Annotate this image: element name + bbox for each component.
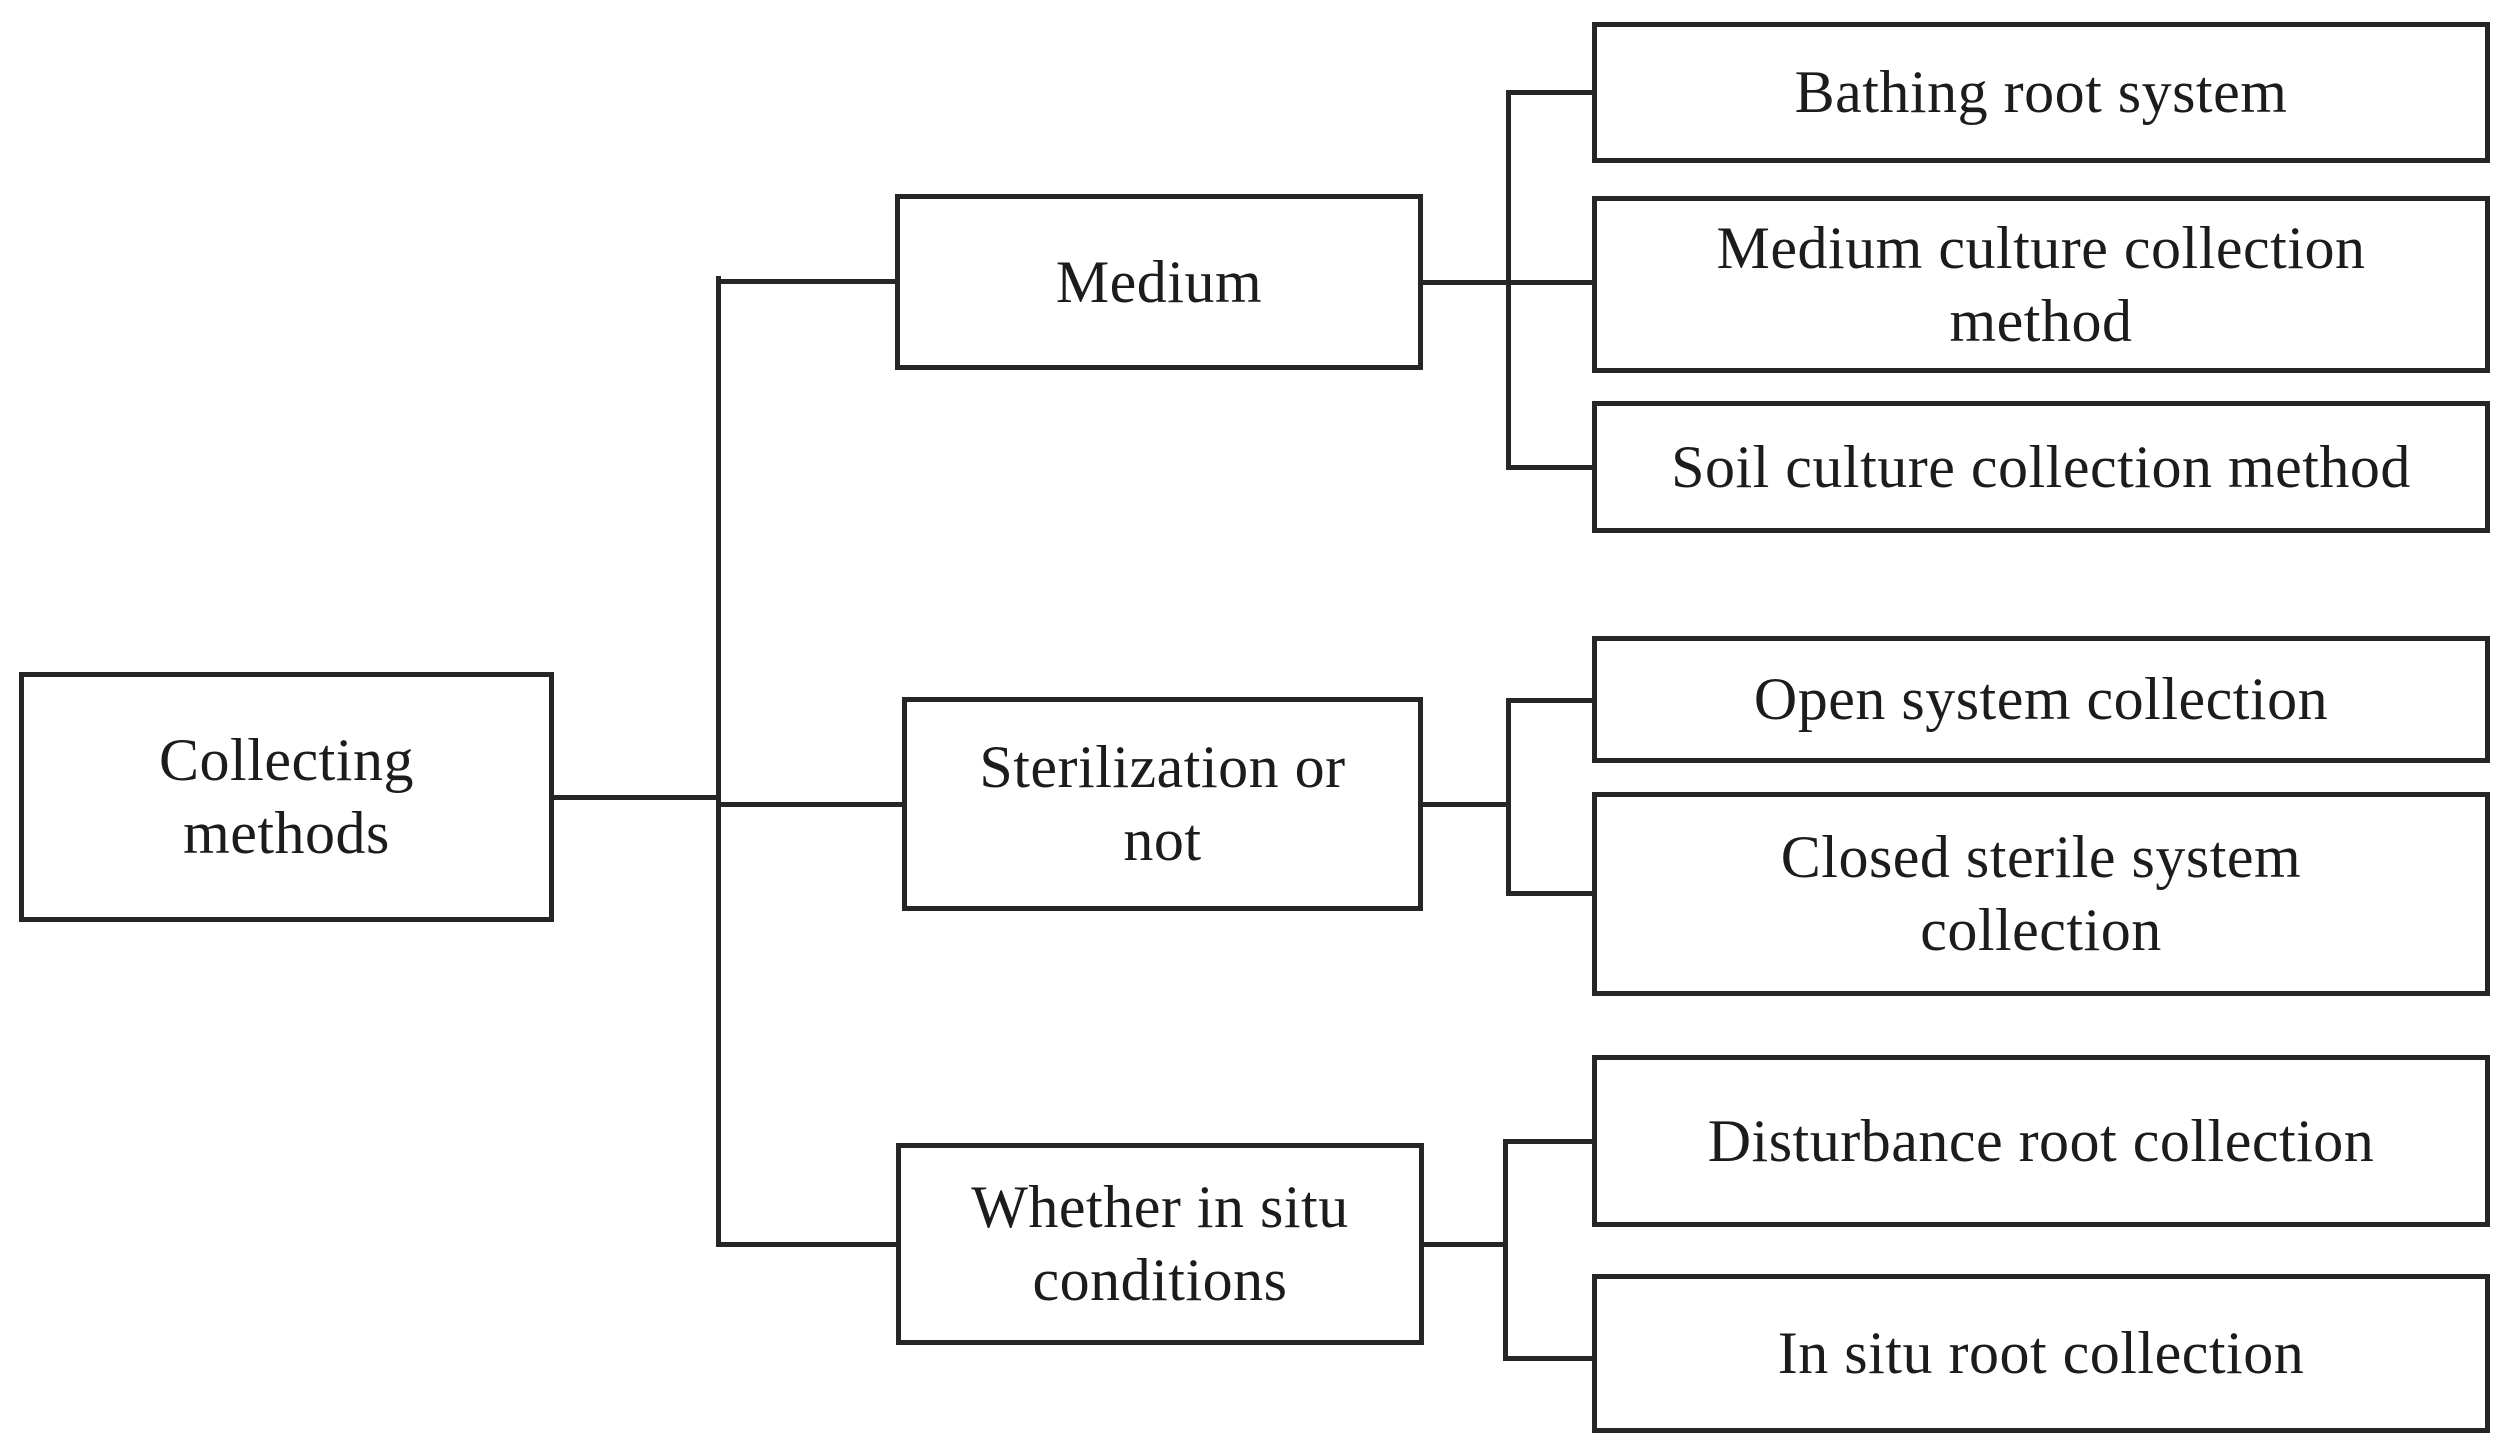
connector-trunk-to-whether-in-situ <box>716 1242 896 1247</box>
node-sterilization-or-not: Sterilization or not <box>902 697 1423 911</box>
node-bathing-root-system: Bathing root system <box>1592 22 2490 163</box>
node-collecting-methods: Collecting methods <box>19 672 554 922</box>
node-soil-culture-collection-method-label: Soil culture collection method <box>1671 433 2411 500</box>
node-disturbance-root-collection: Disturbance root collection <box>1592 1055 2490 1227</box>
node-whether-in-situ-conditions-label: Whether in situ conditions <box>971 1174 1349 1313</box>
node-closed-sterile-system-collection: Closed sterile system collection <box>1592 792 2490 996</box>
connector-whether-group-vertical <box>1503 1139 1508 1361</box>
connector-medium-group-vertical <box>1506 90 1511 470</box>
connector-trunk-to-sterilization <box>716 802 902 807</box>
connector-root-to-trunk <box>554 795 721 800</box>
node-medium-culture-collection-method-label: Medium culture collection method <box>1716 214 2366 354</box>
node-closed-sterile-system-collection-label: Closed sterile system collection <box>1780 824 2302 963</box>
node-whether-in-situ-conditions: Whether in situ conditions <box>896 1143 1424 1345</box>
connector-sterilization-group-vertical <box>1506 698 1511 896</box>
node-open-system-collection-label: Open system collection <box>1753 666 2329 732</box>
node-bathing-root-system-label: Bathing root system <box>1794 59 2288 125</box>
connector-to-soil-culture-collection-method <box>1506 465 1592 470</box>
connector-trunk-to-medium <box>716 279 895 284</box>
connector-sterilization-to-children <box>1423 802 1511 807</box>
node-medium-label: Medium <box>1055 248 1263 315</box>
node-disturbance-root-collection-label: Disturbance root collection <box>1707 1107 2375 1174</box>
connector-trunk-vertical <box>716 276 721 1247</box>
node-soil-culture-collection-method: Soil culture collection method <box>1592 401 2490 533</box>
node-open-system-collection: Open system collection <box>1592 636 2490 763</box>
connector-to-in-situ-root-collection <box>1503 1356 1592 1361</box>
connector-whether-to-children <box>1424 1242 1508 1247</box>
connector-to-open-system-collection <box>1506 698 1592 703</box>
node-sterilization-or-not-label: Sterilization or not <box>979 734 1346 873</box>
connector-to-closed-sterile-system-collection <box>1506 891 1592 896</box>
node-in-situ-root-collection: In situ root collection <box>1592 1274 2490 1433</box>
node-medium-culture-collection-method: Medium culture collection method <box>1592 196 2490 373</box>
node-in-situ-root-collection-label: In situ root collection <box>1777 1320 2305 1386</box>
connector-to-disturbance-root-collection <box>1503 1139 1592 1144</box>
node-collecting-methods-label: Collecting methods <box>159 727 414 866</box>
node-medium: Medium <box>895 194 1423 370</box>
connector-to-bathing-root-system <box>1506 90 1592 95</box>
